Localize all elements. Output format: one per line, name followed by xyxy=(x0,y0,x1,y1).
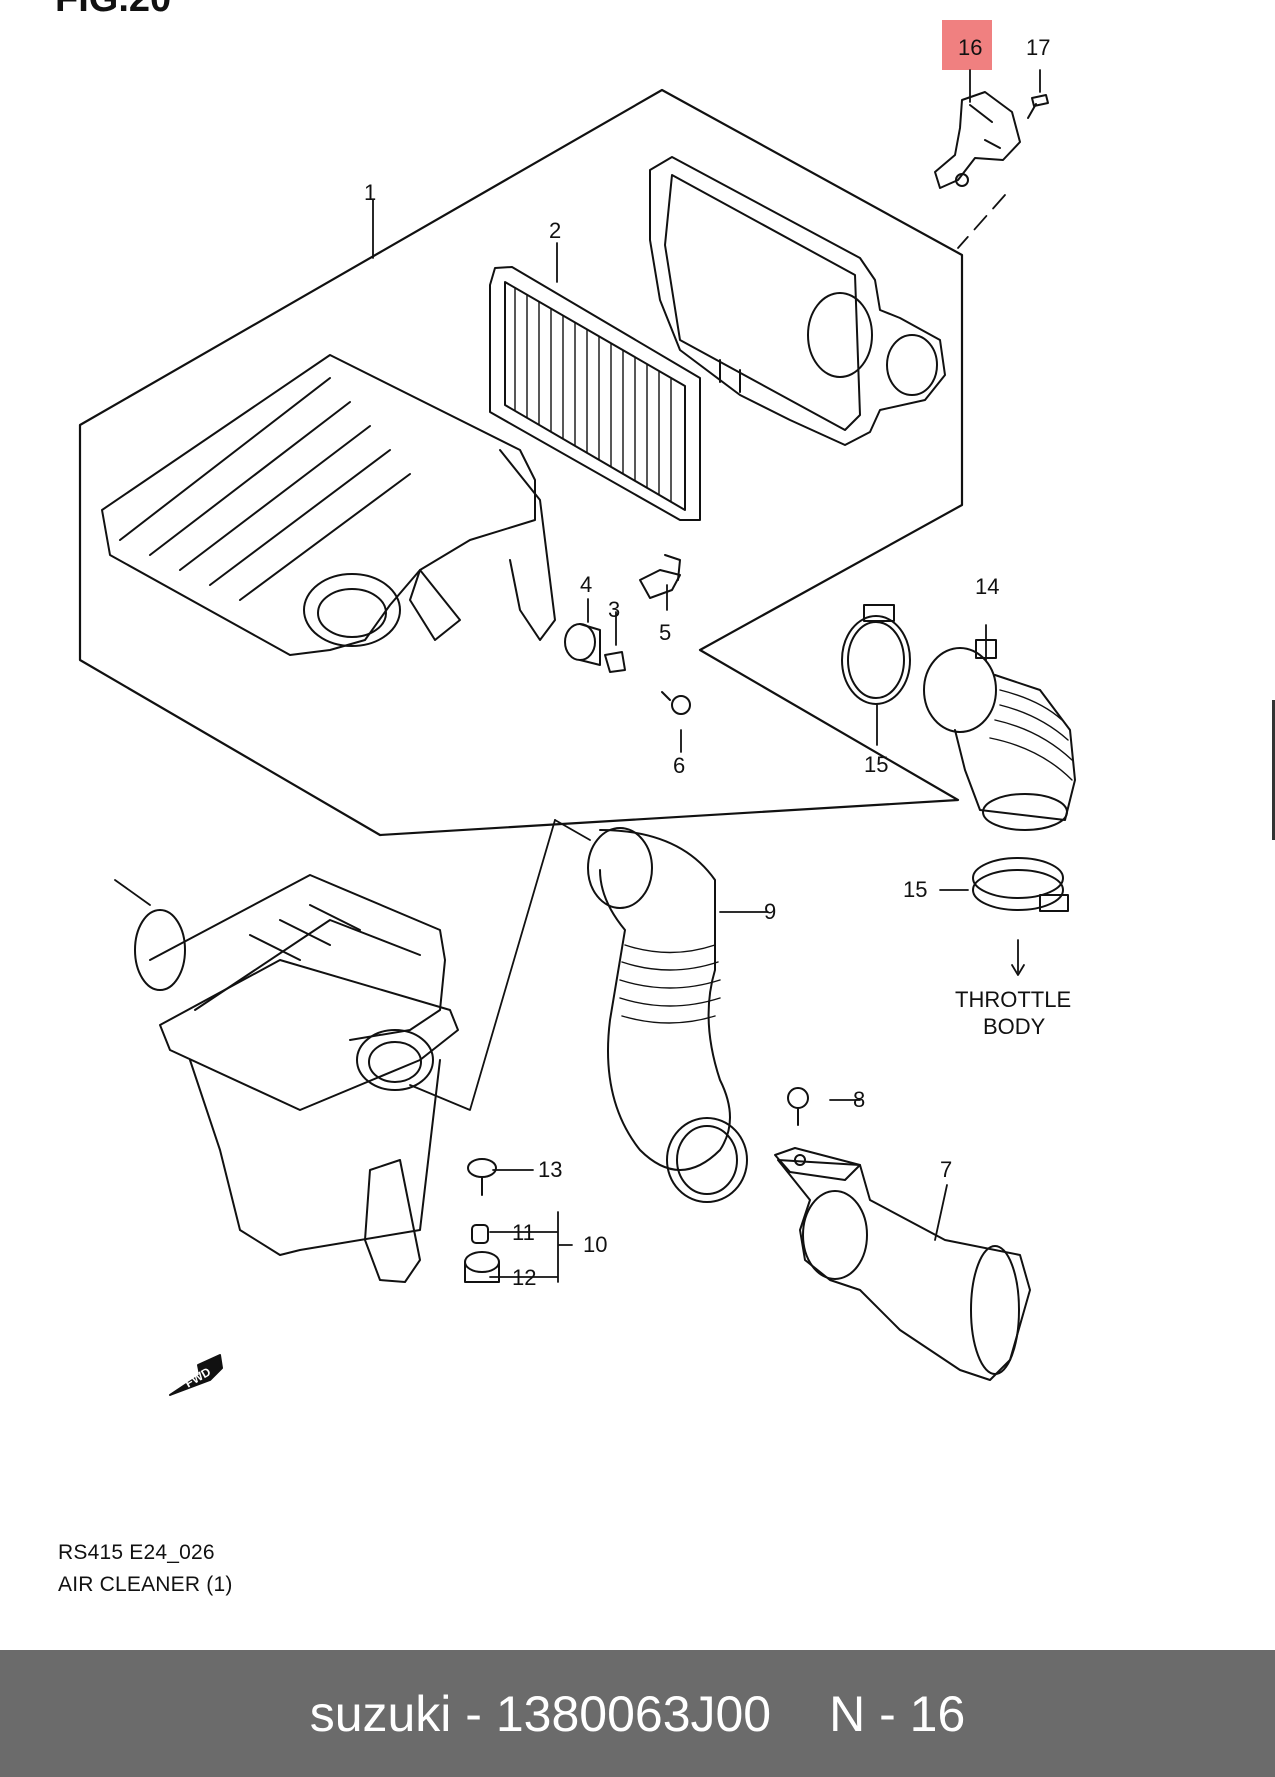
part-8-bolt xyxy=(787,1087,809,1126)
brand-part-number: suzuki - 1380063J00 xyxy=(309,1685,772,1742)
part-7-inlet-duct xyxy=(774,1147,1031,1381)
label-part-9: 9 xyxy=(764,899,776,924)
label-part-12: 12 xyxy=(512,1265,536,1290)
part-1-upper-cover xyxy=(649,156,946,446)
label-part-8: 8 xyxy=(853,1087,865,1112)
label-part-2: 2 xyxy=(549,218,561,243)
label-part-13: 13 xyxy=(538,1157,562,1182)
part-4-grommet xyxy=(564,623,601,666)
label-part-4: 4 xyxy=(580,572,592,597)
part-1-lower-body xyxy=(101,354,556,656)
highlight-part-16 xyxy=(942,20,992,70)
label-part-5: 5 xyxy=(659,620,671,645)
figure-caption: AIR CLEANER (1) xyxy=(58,1573,233,1596)
air-cleaner-exploded-diagram: 16 17 1 2 4 3 5 6 14 15 15 9 8 7 13 11 1… xyxy=(78,20,1076,1396)
label-part-6: 6 xyxy=(673,753,685,778)
part-13-bolt xyxy=(467,1158,497,1196)
part-11-collar xyxy=(471,1224,489,1244)
label-part-1: 1 xyxy=(364,180,376,205)
label-part-11: 11 xyxy=(512,1220,535,1245)
label-part-3: 3 xyxy=(608,597,620,622)
reference-number: N - 16 xyxy=(829,1685,966,1742)
part-16-sensor xyxy=(934,91,1021,189)
part-2-filter xyxy=(489,266,701,521)
figure-code: RS415 E24_026 xyxy=(58,1541,215,1564)
part-number-bar: suzuki - 1380063J00 N - 16 xyxy=(0,1650,1275,1777)
part-12-grommet xyxy=(464,1251,500,1283)
lower-case xyxy=(134,874,459,1283)
label-part-17: 17 xyxy=(1026,35,1050,60)
label-part-15-upper: 15 xyxy=(864,752,888,777)
label-throttle-line1: THROTTLE xyxy=(955,987,1071,1012)
label-part-15-lower: 15 xyxy=(903,877,927,902)
part-6-bolt xyxy=(661,691,691,715)
part-15-clamp-lower xyxy=(972,857,1069,912)
part-5-clip xyxy=(639,554,681,599)
label-throttle-line2: BODY xyxy=(983,1014,1046,1039)
figure-title: FIG.20 xyxy=(55,0,171,21)
part-14-hose xyxy=(923,639,1076,831)
part-9-hose xyxy=(587,827,748,1203)
part-17-screw xyxy=(1027,94,1049,119)
part-15-clamp-upper xyxy=(841,604,911,705)
label-part-10: 10 xyxy=(583,1232,607,1257)
label-part-16: 16 xyxy=(958,35,982,60)
part-3-collar xyxy=(604,651,626,673)
right-edge-marker xyxy=(1272,700,1275,840)
fwd-arrow-icon xyxy=(169,1354,223,1396)
label-part-14: 14 xyxy=(975,574,999,599)
assembly-outline xyxy=(78,88,964,837)
label-part-7: 7 xyxy=(940,1157,952,1182)
